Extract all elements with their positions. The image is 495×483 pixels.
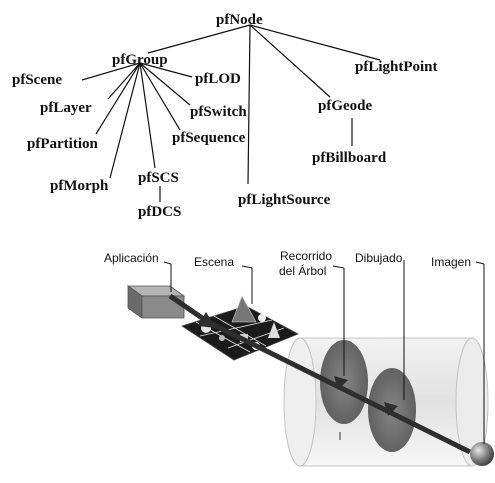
node-pfLightSource: pfLightSource xyxy=(238,192,331,208)
edge-group-lod xyxy=(139,62,193,78)
node-pfLightPoint: pfLightPoint xyxy=(355,59,438,75)
edge-group-switch xyxy=(139,62,191,106)
label-aplicacion: Aplicación xyxy=(104,251,159,265)
label-imagen: Imagen xyxy=(431,255,471,269)
edge-group-layer xyxy=(107,62,141,100)
edge-node-group xyxy=(147,24,251,54)
image-sphere xyxy=(470,442,494,466)
node-pfScene: pfScene xyxy=(12,72,62,88)
node-pfSwitch: pfSwitch xyxy=(190,104,247,120)
edge-node-geode xyxy=(249,24,331,98)
node-pfDCS: pfDCS xyxy=(138,204,181,220)
label-dibujado: Dibujado xyxy=(355,251,403,265)
node-pfPartition: pfPartition xyxy=(27,136,98,152)
pipeline-arrow xyxy=(168,293,472,455)
node-pfLayer: pfLayer xyxy=(40,100,92,116)
label-del-arbol: del Árbol xyxy=(279,263,326,278)
node-pfNode: pfNode xyxy=(216,12,263,28)
node-pfSequence: pfSequence xyxy=(172,130,246,146)
edge-group-sequence xyxy=(139,62,181,131)
node-pfGroup: pfGroup xyxy=(112,52,168,68)
scene-plate xyxy=(181,295,299,361)
tree-connectors xyxy=(81,24,381,202)
node-pfSCS: pfSCS xyxy=(138,170,179,186)
edge-node-lightsource xyxy=(247,24,251,185)
label-leader-lines xyxy=(163,260,485,444)
label-escena: Escena xyxy=(194,255,234,269)
node-pfMorph: pfMorph xyxy=(50,178,109,194)
edge-group-scs xyxy=(139,62,156,169)
edge-group-partition xyxy=(95,62,141,135)
edge-group-morph xyxy=(109,62,141,179)
node-pfLOD: pfLOD xyxy=(195,71,241,87)
edge-group-scene xyxy=(81,62,141,81)
node-pfBillboard: pfBillboard xyxy=(312,150,387,166)
label-recorrido: Recorrido xyxy=(280,249,332,263)
pipeline-illustration xyxy=(126,260,494,467)
application-box xyxy=(126,285,186,319)
edge-node-lightpoint xyxy=(249,24,381,61)
node-pfGeode: pfGeode xyxy=(318,98,373,114)
